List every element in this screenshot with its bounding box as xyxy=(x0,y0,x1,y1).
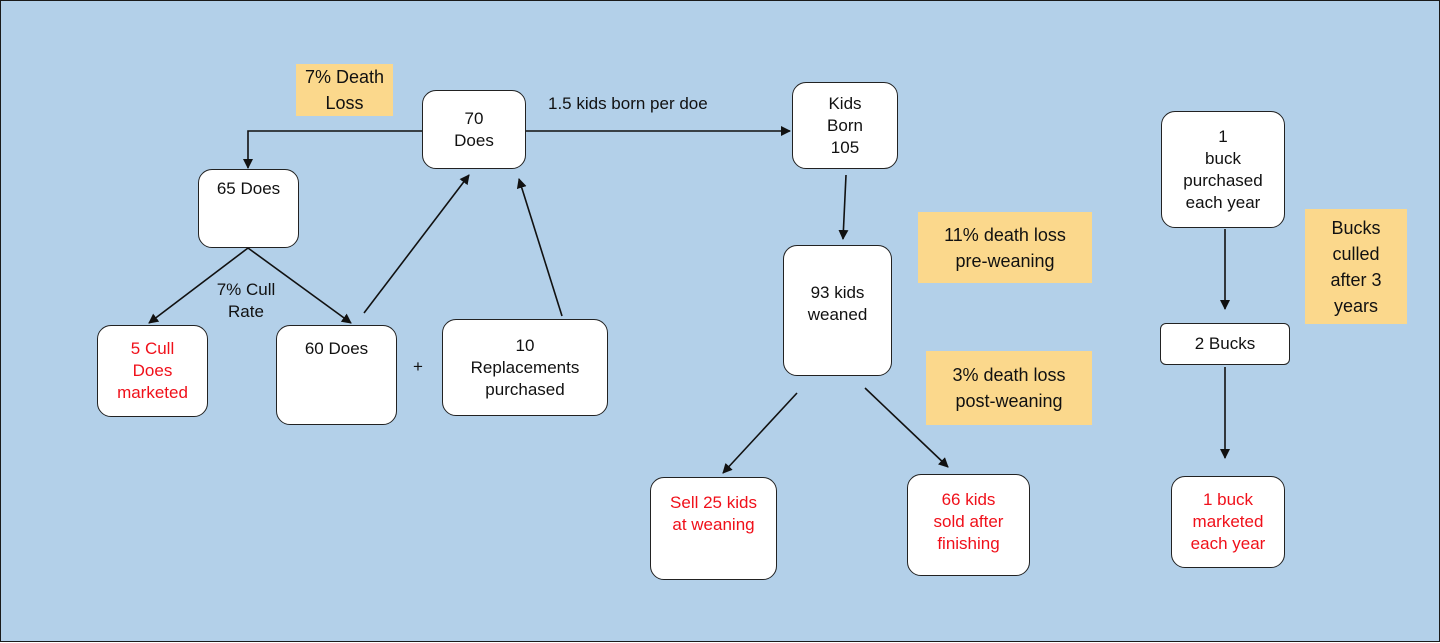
buck-marketed-box: 1 buck marketed each year xyxy=(1171,476,1285,568)
cull-does-box: 5 Cull Does marketed xyxy=(97,325,208,417)
sold-finishing-text: 66 kids sold after finishing xyxy=(933,490,1004,553)
cull-rate-label: 7% Cull Rate xyxy=(216,280,276,321)
sell-weaning-text: Sell 25 kids at weaning xyxy=(670,493,757,534)
arrow-does70-to-does65 xyxy=(243,130,424,169)
bucks-box: 2 Bucks xyxy=(1160,323,1290,365)
replacements-text: 10 Replacements purchased xyxy=(470,335,580,399)
kids-weaned-box: 93 kids weaned xyxy=(783,245,892,376)
post-weaning-note-text: 3% death loss post-weaning xyxy=(952,365,1066,411)
death-loss-note-text: 7% Death Loss xyxy=(304,67,385,113)
post-weaning-note: 3% death loss post-weaning xyxy=(926,351,1092,425)
kids-weaned-text: 93 kids weaned xyxy=(807,283,868,324)
buck-marketed-text: 1 buck marketed each year xyxy=(1190,490,1266,553)
arrow-replacements-to-does70 xyxy=(516,178,563,317)
death-loss-note: 7% Death Loss xyxy=(296,64,393,116)
plus-sign: + xyxy=(413,357,423,376)
bucks-culled-note-text: Bucks culled after 3 years xyxy=(1330,217,1382,316)
buck-purchased-text: 1 buck purchased each year xyxy=(1183,126,1263,212)
does-60-box: 60 Does xyxy=(276,325,397,425)
does-70-text: 70 Does xyxy=(454,108,494,150)
kids-born-box: Kids Born 105 xyxy=(792,82,898,169)
bucks-text: 2 Bucks xyxy=(1194,334,1256,353)
sell-weaning-box: Sell 25 kids at weaning xyxy=(650,477,777,580)
pre-weaning-note: 11% death loss pre-weaning xyxy=(918,212,1092,283)
arrow-weaned-to-sell xyxy=(722,392,798,474)
buck-purchased-box: 1 buck purchased each year xyxy=(1161,111,1285,228)
does-70-box: 70 Does xyxy=(422,90,526,169)
bucks-culled-note: Bucks culled after 3 years xyxy=(1305,209,1407,324)
kids-born-text: Kids Born 105 xyxy=(827,93,863,157)
pre-weaning-note-text: 11% death loss pre-weaning xyxy=(944,224,1066,271)
replacements-box: 10 Replacements purchased xyxy=(442,319,608,416)
does-65-text: 65 Does xyxy=(216,179,281,198)
cull-does-text: 5 Cull Does marketed xyxy=(117,339,188,402)
sold-finishing-box: 66 kids sold after finishing xyxy=(907,474,1030,576)
does-60-text: 60 Does xyxy=(304,339,369,358)
arrow-kidsborn-to-weaned xyxy=(838,174,849,240)
arrow-does60-to-does70 xyxy=(363,174,470,314)
does-65-box: 65 Does xyxy=(198,169,299,248)
kids-per-doe-label: 1.5 kids born per doe xyxy=(548,94,708,113)
